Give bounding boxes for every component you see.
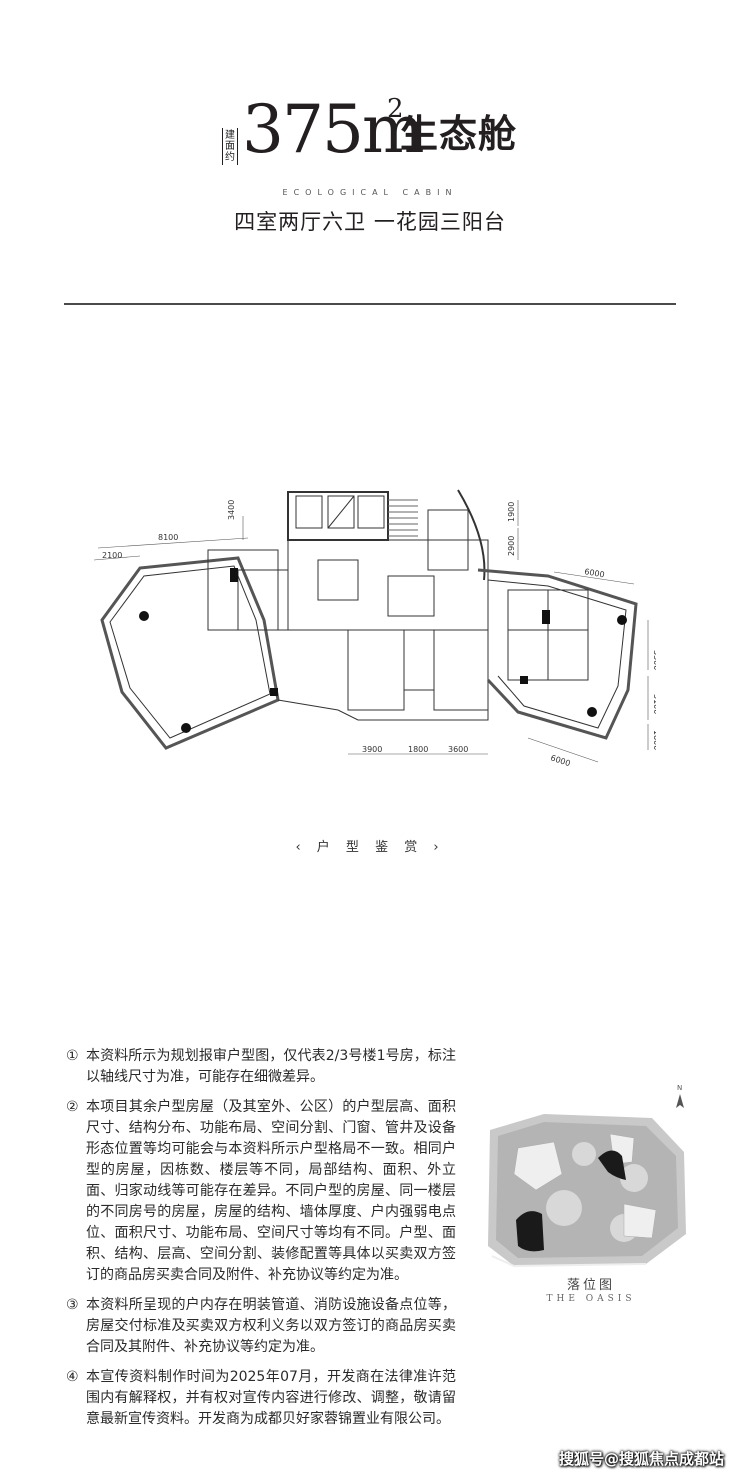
dim-label: 3900 — [362, 745, 382, 754]
area-number: 375m — [242, 91, 425, 168]
dim-label: 6000 — [549, 753, 571, 768]
layout-description: 四室两厅六卫 一花园三阳台 — [234, 210, 506, 234]
note-number: ③ — [66, 1297, 79, 1313]
unit-name: 生态舱 — [400, 112, 518, 156]
note-number: ④ — [66, 1369, 79, 1385]
dim-label: 1800 — [652, 730, 656, 750]
north-arrow-icon: N — [676, 1084, 684, 1108]
disclaimer-notes: ① 本资料所示为规划报审户型图，仅代表2/3号楼1号房，标注以轴线尺寸为准，可能… — [66, 1046, 456, 1439]
north-label: N — [677, 1084, 682, 1092]
note-number: ① — [66, 1048, 79, 1064]
dim-label: 8100 — [158, 533, 178, 542]
dim-label: 2100 — [102, 551, 122, 560]
english-subtitle: ECOLOGICAL CABIN — [282, 188, 458, 197]
dim-label: 3600 — [448, 745, 468, 754]
note-text: 本项目其余户型房屋（及其室外、公区）的户型层高、面积尺寸、结构分布、功能布局、空… — [86, 1099, 456, 1283]
note-text: 本资料所示为规划报审户型图，仅代表2/3号楼1号房，标注以轴线尺寸为准，可能存在… — [86, 1048, 456, 1085]
note-text: 本宣传资料制作时间为2025年07月，开发商在法律准许范围内有解释权，并有权对宣… — [86, 1369, 456, 1427]
dim-label: 1800 — [408, 745, 428, 754]
note-text: 本资料所呈现的户内存在明装管道、消防设施设备点位等，房屋交付标准及买卖双方权利义… — [86, 1297, 456, 1355]
note-item: ① 本资料所示为规划报审户型图，仅代表2/3号楼1号房，标注以轴线尺寸为准，可能… — [66, 1046, 456, 1088]
dim-label: 3400 — [227, 500, 236, 520]
dim-label: 1900 — [507, 502, 516, 522]
location-map: N — [488, 1084, 686, 1268]
note-item: ④ 本宣传资料制作时间为2025年07月，开发商在法律准许范围内有解释权，并有权… — [66, 1367, 456, 1430]
divider-line — [64, 303, 676, 305]
dim-label: 5100 — [652, 694, 656, 714]
watermark: 搜狐号@搜狐焦点成都站 — [558, 1450, 724, 1468]
area-unit-superscript: 2 — [387, 94, 404, 124]
floorplan-caption: ‹ 户 型 鉴 赏 › — [295, 840, 445, 855]
note-number: ② — [66, 1099, 79, 1115]
dim-label: 3500 — [652, 650, 656, 670]
location-subtitle: THE OASIS — [546, 1294, 636, 1304]
area-tag: 建面约 — [222, 128, 238, 165]
floor-plan: 8100 2100 3400 2900 1900 6000 3500 5100 … — [93, 489, 656, 768]
note-item: ② 本项目其余户型房屋（及其室外、公区）的户型层高、面积尺寸、结构分布、功能布局… — [66, 1097, 456, 1286]
note-item: ③ 本资料所呈现的户内存在明装管道、消防设施设备点位等，房屋交付标准及买卖双方权… — [66, 1295, 456, 1358]
dim-label: 6000 — [584, 567, 606, 579]
location-caption: 落位图 — [566, 1278, 615, 1293]
dim-label: 2900 — [507, 536, 516, 556]
